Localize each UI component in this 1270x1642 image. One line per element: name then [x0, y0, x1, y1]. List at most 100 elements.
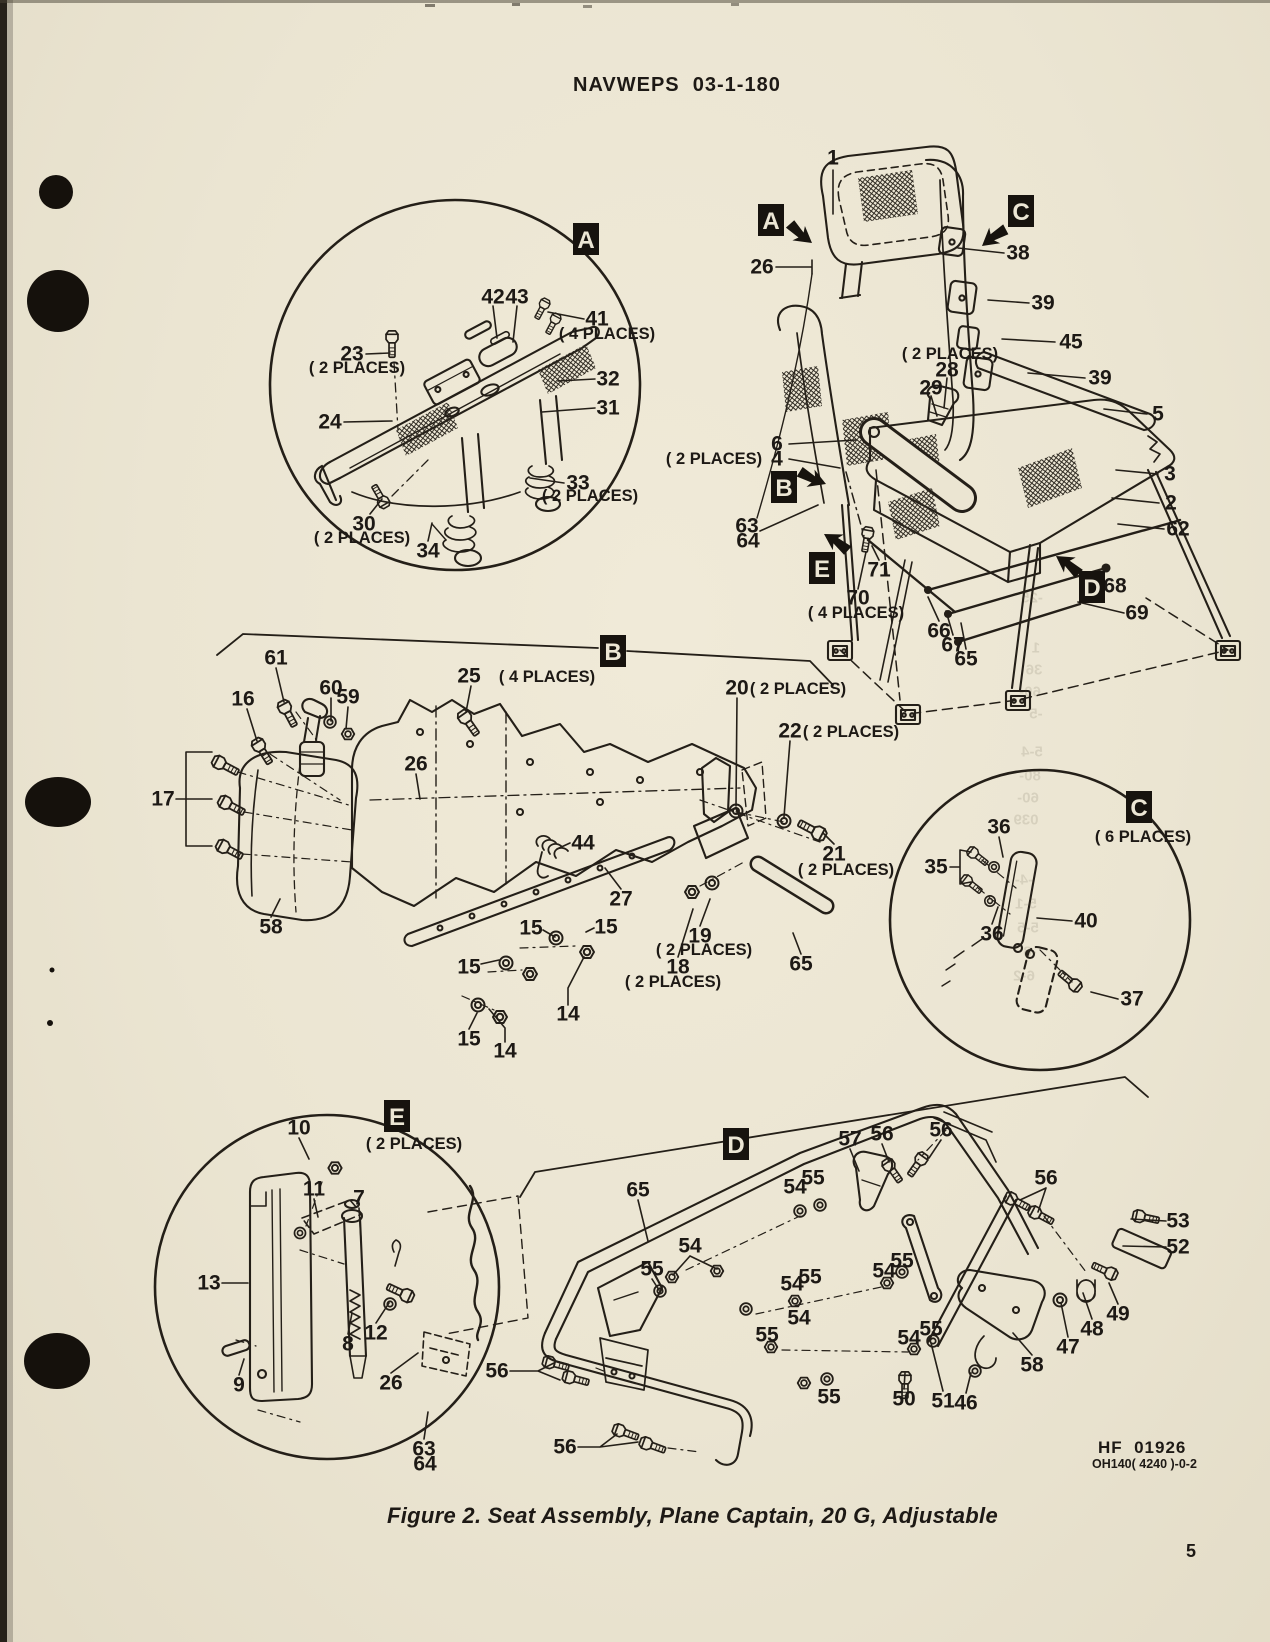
- part-callout: 40: [1074, 910, 1097, 933]
- part-callout: 55: [890, 1250, 914, 1273]
- print-code: HF 01926: [1098, 1438, 1187, 1457]
- part-callout: 21: [822, 843, 846, 866]
- part-callout: 35: [924, 856, 948, 879]
- section-letter: B: [775, 475, 792, 502]
- section-marker-d: D: [1056, 556, 1105, 603]
- binder-dot: [25, 777, 91, 827]
- view-direction-arrow-icon: [1056, 556, 1083, 578]
- section-marker-c: C: [982, 195, 1034, 246]
- part-callout: 64: [736, 530, 760, 553]
- part-callout: 61: [264, 647, 288, 670]
- part-callout: 4: [771, 448, 783, 471]
- part-callout: 62: [1166, 518, 1189, 541]
- section-b-view: [209, 633, 835, 1025]
- part-callout: 52: [1166, 1236, 1189, 1259]
- figure-caption: Figure 2. Seat Assembly, Plane Captain, …: [387, 1503, 998, 1528]
- part-callout: 26: [379, 1372, 402, 1395]
- part-callout: ( 2 PLACES): [309, 359, 405, 377]
- part-callout: 30: [352, 513, 375, 536]
- part-callout: 55: [798, 1266, 822, 1289]
- part-callout: 28: [935, 359, 959, 382]
- bleed-through-text-item: 5-4: [1021, 744, 1043, 761]
- part-callout: ( 6 PLACES): [1095, 828, 1191, 846]
- detail-a-view: [268, 198, 642, 572]
- part-callout: ( 2 PLACES): [625, 973, 721, 991]
- part-callout: 56: [870, 1123, 893, 1146]
- part-callout: 17: [151, 788, 174, 811]
- part-callout: 16: [231, 688, 254, 711]
- part-callout: 51: [931, 1390, 955, 1413]
- part-callout: 55: [801, 1167, 825, 1190]
- bleed-through-text-item: 039: [1013, 812, 1038, 829]
- section-letter: B: [604, 639, 621, 666]
- detail-c-view: [888, 768, 1192, 1072]
- bleed-through-text-item: 5-1: [1015, 896, 1037, 913]
- part-callout: 39: [1088, 367, 1111, 390]
- part-callout: 32: [596, 368, 619, 391]
- bleed-through-text-item: 60-: [1019, 684, 1041, 701]
- part-callout: ( 2 PLACES): [314, 529, 410, 547]
- bleed-through-text-item: 36: [1026, 662, 1043, 679]
- part-callout: 49: [1106, 1303, 1129, 1326]
- bleed-through-text-item: -8: [1023, 944, 1036, 961]
- part-callout: 65: [954, 648, 978, 671]
- view-direction-arrow-icon: [796, 467, 826, 487]
- part-callout: 54: [787, 1307, 811, 1330]
- part-callout: 29: [919, 377, 942, 400]
- part-callout: 14: [556, 1003, 580, 1026]
- part-callout: ( 4 PLACES): [559, 325, 655, 343]
- part-callout: 69: [1125, 602, 1148, 625]
- part-callout: 43: [505, 286, 528, 309]
- part-callout: 71: [867, 559, 891, 582]
- section-marker-b: B: [600, 635, 626, 667]
- part-callout: ( 2 PLACES): [798, 861, 894, 879]
- part-callout: 15: [594, 916, 618, 939]
- part-callout: 25: [457, 665, 481, 688]
- part-callout: 54: [872, 1260, 896, 1283]
- part-callout: 56: [553, 1436, 576, 1459]
- part-callout: 56: [485, 1360, 508, 1383]
- part-callout: 23: [340, 343, 363, 366]
- part-callout: 54: [780, 1273, 804, 1296]
- bleed-through-text-item: -5: [1029, 706, 1042, 723]
- leader-lines: [175, 169, 1167, 1448]
- part-callout: 2: [1165, 492, 1177, 515]
- bleed-through-text-item: -25: [1021, 590, 1043, 607]
- part-callout: 39: [1031, 292, 1054, 315]
- section-letter: C: [1130, 795, 1147, 822]
- part-callout: 70: [846, 587, 869, 610]
- part-callout: 54: [897, 1327, 921, 1350]
- part-callout: ( 2 PLACES): [666, 450, 762, 468]
- section-d-view: [519, 1076, 1173, 1466]
- part-callout: 58: [1020, 1354, 1044, 1377]
- bleed-through-text-item: 80-: [1019, 768, 1041, 785]
- detail-e-view: [153, 1113, 529, 1461]
- section-marker-e: E: [809, 534, 852, 584]
- bleed-through-text-item: -4-: [1015, 872, 1033, 889]
- part-callout: 5: [1152, 403, 1164, 426]
- part-callout: ( 2 PLACES): [902, 345, 998, 363]
- binder-dot: [39, 175, 73, 209]
- bleed-through-text-item: 6-2: [1013, 968, 1035, 985]
- part-callout: 66: [927, 620, 950, 643]
- part-callout: 57: [838, 1128, 861, 1151]
- binder-dot: [27, 270, 89, 332]
- part-callout: 24: [318, 411, 342, 434]
- part-callout: 20: [725, 677, 748, 700]
- part-callout: 9: [233, 1374, 245, 1397]
- section-letter: A: [762, 208, 779, 235]
- section-marker-a: A: [758, 204, 812, 243]
- section-marker-a: A: [573, 223, 599, 255]
- part-callout: 37: [1120, 988, 1143, 1011]
- part-callout: 12: [364, 1322, 387, 1345]
- part-callout: 11: [303, 1178, 326, 1201]
- part-callout: 36: [987, 816, 1010, 839]
- part-callout: 3: [1164, 463, 1176, 486]
- part-callout: 60: [319, 677, 342, 700]
- view-direction-arrow-icon: [824, 534, 852, 555]
- part-callout: ( 4 PLACES): [808, 604, 904, 622]
- section-marker-c: C: [1126, 791, 1152, 823]
- part-callout: 33: [566, 472, 589, 495]
